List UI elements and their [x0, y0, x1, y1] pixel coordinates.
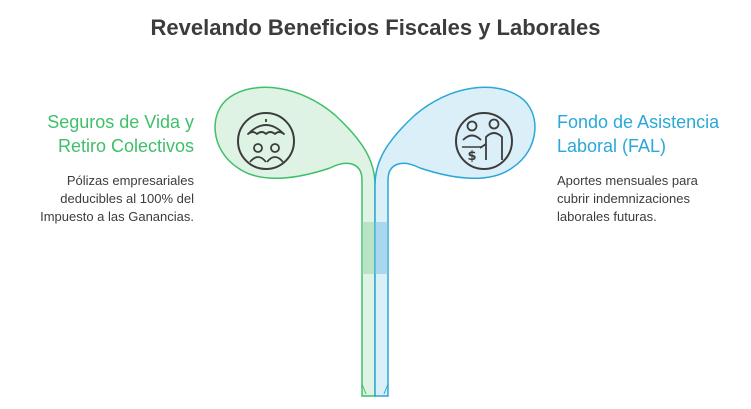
left-desc-line1: Pólizas empresariales — [66, 173, 194, 188]
right-desc-line1: Aportes mensuales para — [557, 173, 698, 188]
umbrella-family-icon — [237, 112, 295, 170]
right-desc-line3: laborales futuras. — [557, 209, 657, 224]
left-desc-line3: Impuesto a las Ganancias. — [40, 209, 194, 224]
right-text-block: Fondo de Asistencia Laboral (FAL) Aporte… — [557, 110, 742, 226]
left-heading-line2: Retiro Colectivos — [57, 136, 194, 156]
right-description: Aportes mensuales para cubrir indemnizac… — [557, 172, 742, 226]
left-description: Pólizas empresariales deducibles al 100%… — [4, 172, 194, 226]
right-heading: Fondo de Asistencia Laboral (FAL) — [557, 110, 742, 158]
left-petal-shape — [214, 86, 376, 397]
left-petal — [214, 86, 376, 397]
right-heading-line2: Laboral (FAL) — [557, 136, 667, 156]
right-stem-band — [375, 222, 388, 274]
left-heading: Seguros de Vida y Retiro Colectivos — [4, 110, 194, 158]
left-text-block: Seguros de Vida y Retiro Colectivos Póli… — [4, 110, 194, 226]
left-stem-band — [362, 222, 375, 274]
right-petal-shape — [374, 86, 536, 397]
left-desc-line2: deducibles al 100% del — [60, 191, 194, 206]
right-heading-line1: Fondo de Asistencia — [557, 112, 720, 132]
right-petal — [374, 86, 536, 397]
right-desc-line2: cubrir indemnizaciones — [557, 191, 690, 206]
svg-text:$: $ — [467, 149, 476, 164]
diagram-title: Revelando Beneficios Fiscales y Laborale… — [150, 15, 601, 40]
left-heading-line1: Seguros de Vida y — [47, 112, 194, 132]
money-handshake-icon: $ — [455, 112, 513, 170]
